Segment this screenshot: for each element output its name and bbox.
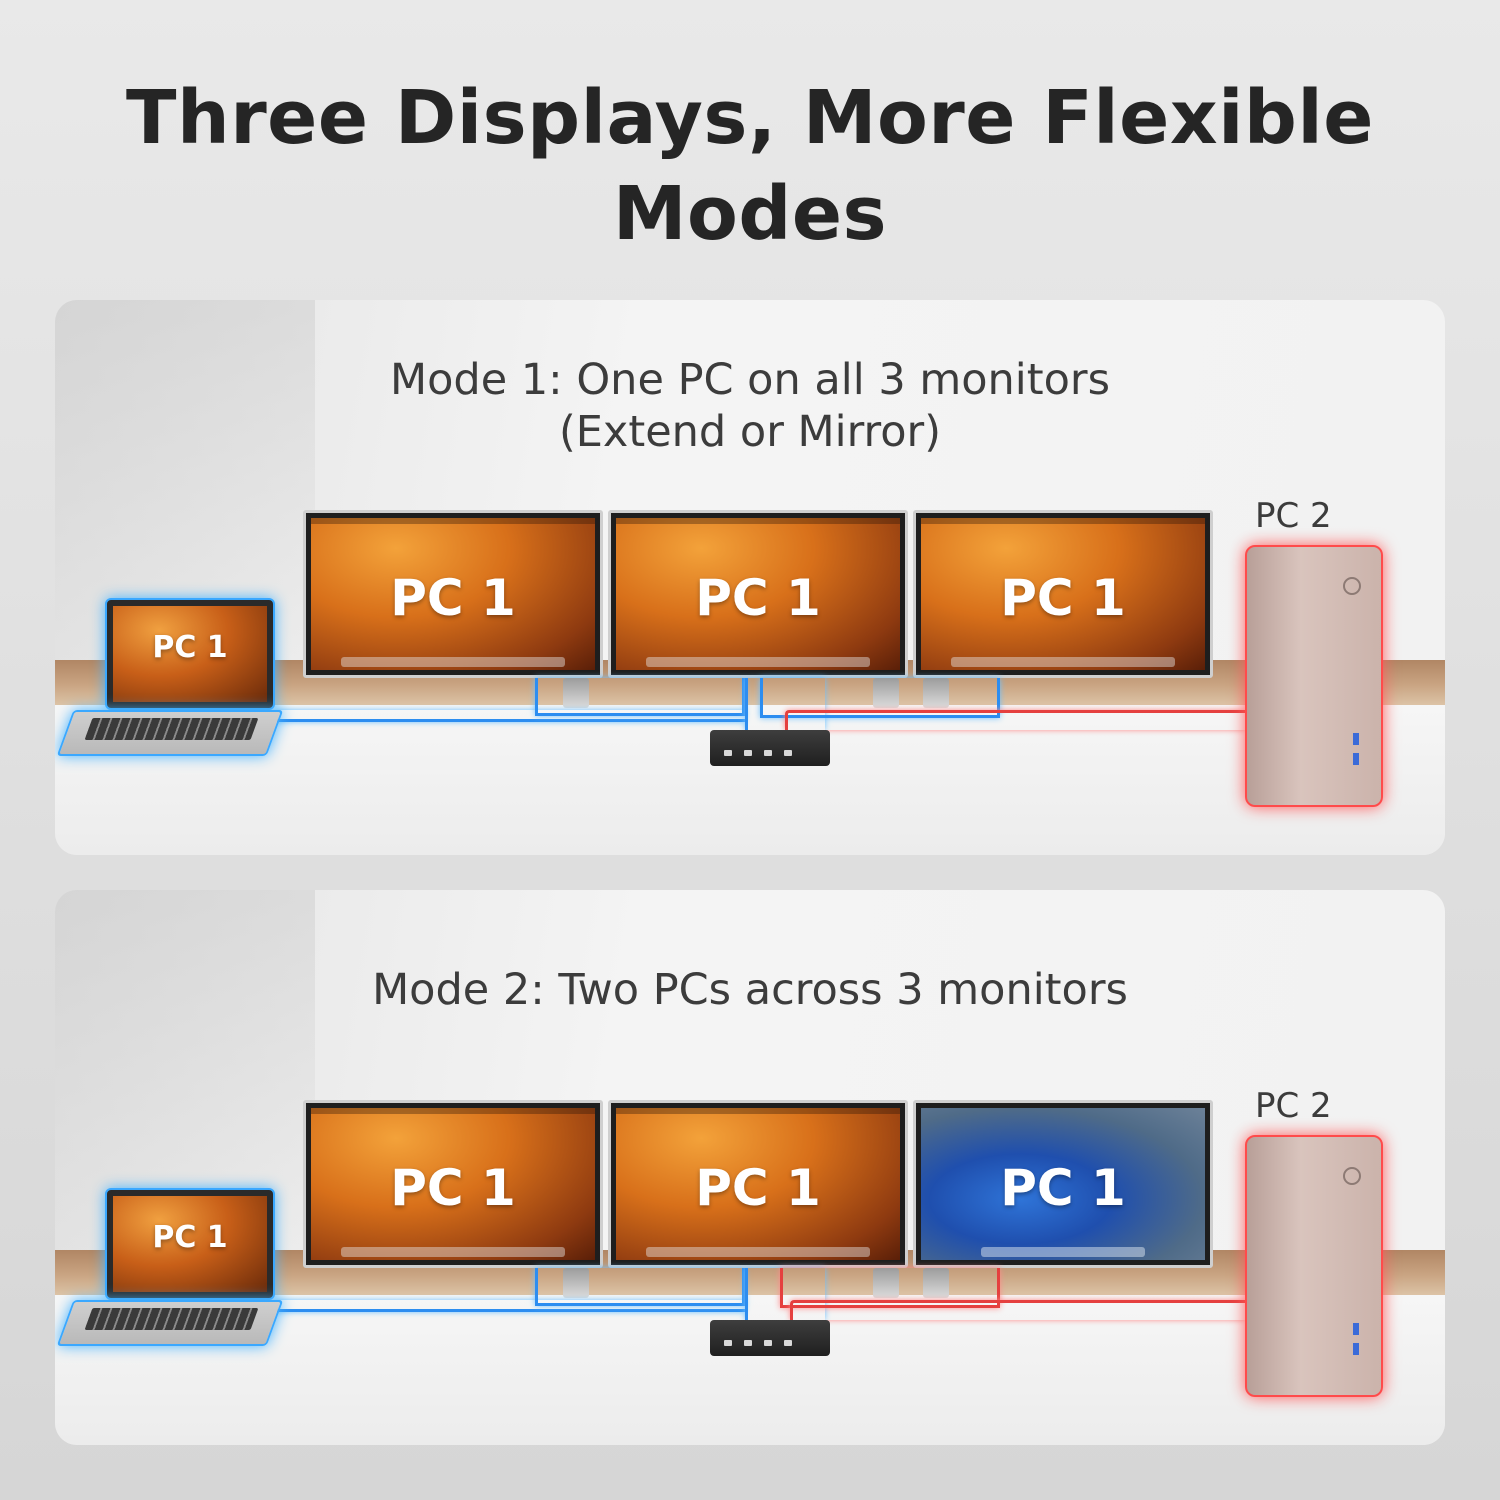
pc1-cable bbox=[275, 1300, 745, 1312]
menu-bar bbox=[616, 518, 900, 524]
keyboard-keys bbox=[84, 1308, 259, 1330]
monitor-stand bbox=[923, 1268, 949, 1298]
mode-title-line-1: Mode 1: One PC on all 3 monitors bbox=[390, 355, 1110, 405]
pc2-cable bbox=[780, 1268, 1000, 1308]
pc2-cable bbox=[790, 1300, 1245, 1320]
monitor-center: PC 1 bbox=[608, 1100, 908, 1268]
laptop-pc1: PC 1 bbox=[105, 1188, 275, 1300]
screen-label: PC 1 bbox=[390, 1159, 516, 1217]
usb-port-icon bbox=[1353, 733, 1359, 745]
laptop-pc1: PC 1 bbox=[105, 598, 275, 710]
headline: Three Displays, More Flexible Modes bbox=[0, 70, 1500, 262]
desktop-tower-pc2 bbox=[1245, 545, 1383, 807]
menu-bar bbox=[921, 518, 1205, 524]
monitor-screen-windows: PC 1 bbox=[921, 1108, 1205, 1260]
menu-bar bbox=[311, 518, 595, 524]
monitor-stand bbox=[923, 678, 949, 708]
screen-label: PC 1 bbox=[1000, 1159, 1126, 1217]
monitor-screen: PC 1 bbox=[311, 1108, 595, 1260]
power-button-icon bbox=[1343, 577, 1361, 595]
mode-2-panel: Mode 2: Two PCs across 3 monitors PC 1 P… bbox=[55, 890, 1445, 1445]
monitor-stand bbox=[873, 1268, 899, 1298]
laptop-screen: PC 1 bbox=[113, 1196, 267, 1292]
usb-port-icon bbox=[1353, 1343, 1359, 1355]
pc1-cable bbox=[535, 678, 745, 716]
mode-title-line-1: Mode 2: Two PCs across 3 monitors bbox=[372, 965, 1128, 1015]
monitor-stand bbox=[563, 1268, 589, 1298]
headline-line-2: Modes bbox=[612, 171, 888, 257]
headline-line-1: Three Displays, More Flexible bbox=[126, 75, 1374, 161]
monitor-screen: PC 1 bbox=[616, 518, 900, 670]
dock bbox=[646, 1247, 870, 1257]
laptop-keyboard bbox=[56, 1300, 284, 1346]
monitor-screen: PC 1 bbox=[311, 518, 595, 670]
pc1-cable bbox=[745, 1268, 825, 1320]
pc2-label: PC 2 bbox=[1255, 1086, 1332, 1126]
dock bbox=[341, 657, 565, 667]
monitor-right: PC 1 bbox=[913, 510, 1213, 678]
kvm-switch bbox=[710, 730, 830, 766]
mode-1-panel: Mode 1: One PC on all 3 monitors (Extend… bbox=[55, 300, 1445, 855]
laptop-keyboard bbox=[56, 710, 284, 756]
mode-title-line-2: (Extend or Mirror) bbox=[558, 407, 942, 457]
screen-label: PC 1 bbox=[695, 569, 821, 627]
monitor-stand bbox=[873, 678, 899, 708]
monitor-left: PC 1 bbox=[303, 1100, 603, 1268]
kvm-switch bbox=[710, 1320, 830, 1356]
screen-label: PC 1 bbox=[390, 569, 516, 627]
laptop-label: PC 1 bbox=[152, 630, 228, 665]
monitor-center: PC 1 bbox=[608, 510, 908, 678]
pc2-cable bbox=[785, 710, 1245, 730]
monitor-stand bbox=[563, 678, 589, 708]
laptop-label: PC 1 bbox=[152, 1220, 228, 1255]
power-button-icon bbox=[1343, 1167, 1361, 1185]
menu-bar bbox=[616, 1108, 900, 1114]
keyboard-keys bbox=[84, 718, 259, 740]
kvm-button bbox=[744, 1340, 752, 1346]
usb-port-icon bbox=[1353, 753, 1359, 765]
screen-label: PC 1 bbox=[1000, 569, 1126, 627]
desktop-tower-pc2 bbox=[1245, 1135, 1383, 1397]
mode-title: Mode 2: Two PCs across 3 monitors bbox=[55, 964, 1445, 1016]
pc1-cable bbox=[760, 678, 1000, 718]
monitor-right: PC 1 bbox=[913, 1100, 1213, 1268]
pc1-cable bbox=[745, 678, 825, 730]
kvm-button bbox=[784, 1340, 792, 1346]
kvm-button bbox=[764, 750, 772, 756]
pc2-label: PC 2 bbox=[1255, 496, 1332, 536]
laptop-screen: PC 1 bbox=[113, 606, 267, 702]
pc1-cable bbox=[275, 710, 745, 722]
usb-port-icon bbox=[1353, 1323, 1359, 1335]
kvm-button bbox=[784, 750, 792, 756]
mode-title: Mode 1: One PC on all 3 monitors (Extend… bbox=[55, 354, 1445, 458]
dock bbox=[646, 657, 870, 667]
menu-bar bbox=[311, 1108, 595, 1114]
kvm-button bbox=[724, 750, 732, 756]
pc1-cable bbox=[535, 1268, 745, 1306]
kvm-button bbox=[744, 750, 752, 756]
dock bbox=[341, 1247, 565, 1257]
monitor-left: PC 1 bbox=[303, 510, 603, 678]
kvm-button bbox=[724, 1340, 732, 1346]
dock bbox=[951, 657, 1175, 667]
monitor-screen: PC 1 bbox=[921, 518, 1205, 670]
kvm-button bbox=[764, 1340, 772, 1346]
taskbar bbox=[981, 1247, 1145, 1257]
screen-label: PC 1 bbox=[695, 1159, 821, 1217]
monitor-screen: PC 1 bbox=[616, 1108, 900, 1260]
